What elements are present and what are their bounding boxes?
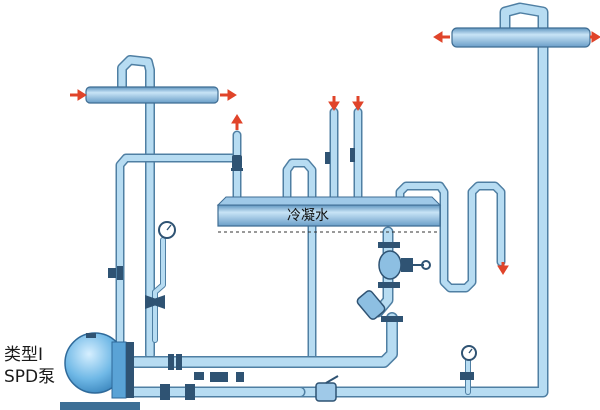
arrow-right-header-left [433,31,450,43]
pipe-network [115,2,549,398]
arrow-down-vent-1 [328,96,340,111]
gate-valve-icon [378,242,431,288]
check-valve-icon [168,354,182,370]
valve-icon [460,372,474,380]
upper-left-header [85,86,219,104]
arrow-up-steam [231,114,243,130]
y-strainer-icon [356,290,403,322]
flow-arrows [70,31,600,275]
steam-branch-pipe [115,153,240,365]
arrow-left-header-out [220,89,237,101]
valve-icon [231,155,243,171]
valve-icon [325,148,355,164]
valve-icon [145,295,165,309]
pressure-gauge-icon [461,345,477,361]
condenser-unit: 冷凝水 [216,196,442,233]
pump-tank-icon [60,332,140,410]
valve-icon [108,266,123,280]
pump-type-label-line2: SPD泵 [4,367,56,387]
left-riser-pipe [117,55,155,360]
pressure-gauge-icon [158,221,176,239]
trap-valve-icon [194,372,244,382]
pump-type-label-line1: 类型I [4,345,44,365]
ball-valve-icon [160,375,339,402]
arrow-left-header-in [70,89,87,101]
condenser-label: 冷凝水 [287,208,329,224]
arrow-right-header-right [590,31,600,43]
upper-right-header [451,27,591,48]
arrow-down-vent-2 [352,96,364,111]
arrow-down-loop [497,262,509,275]
